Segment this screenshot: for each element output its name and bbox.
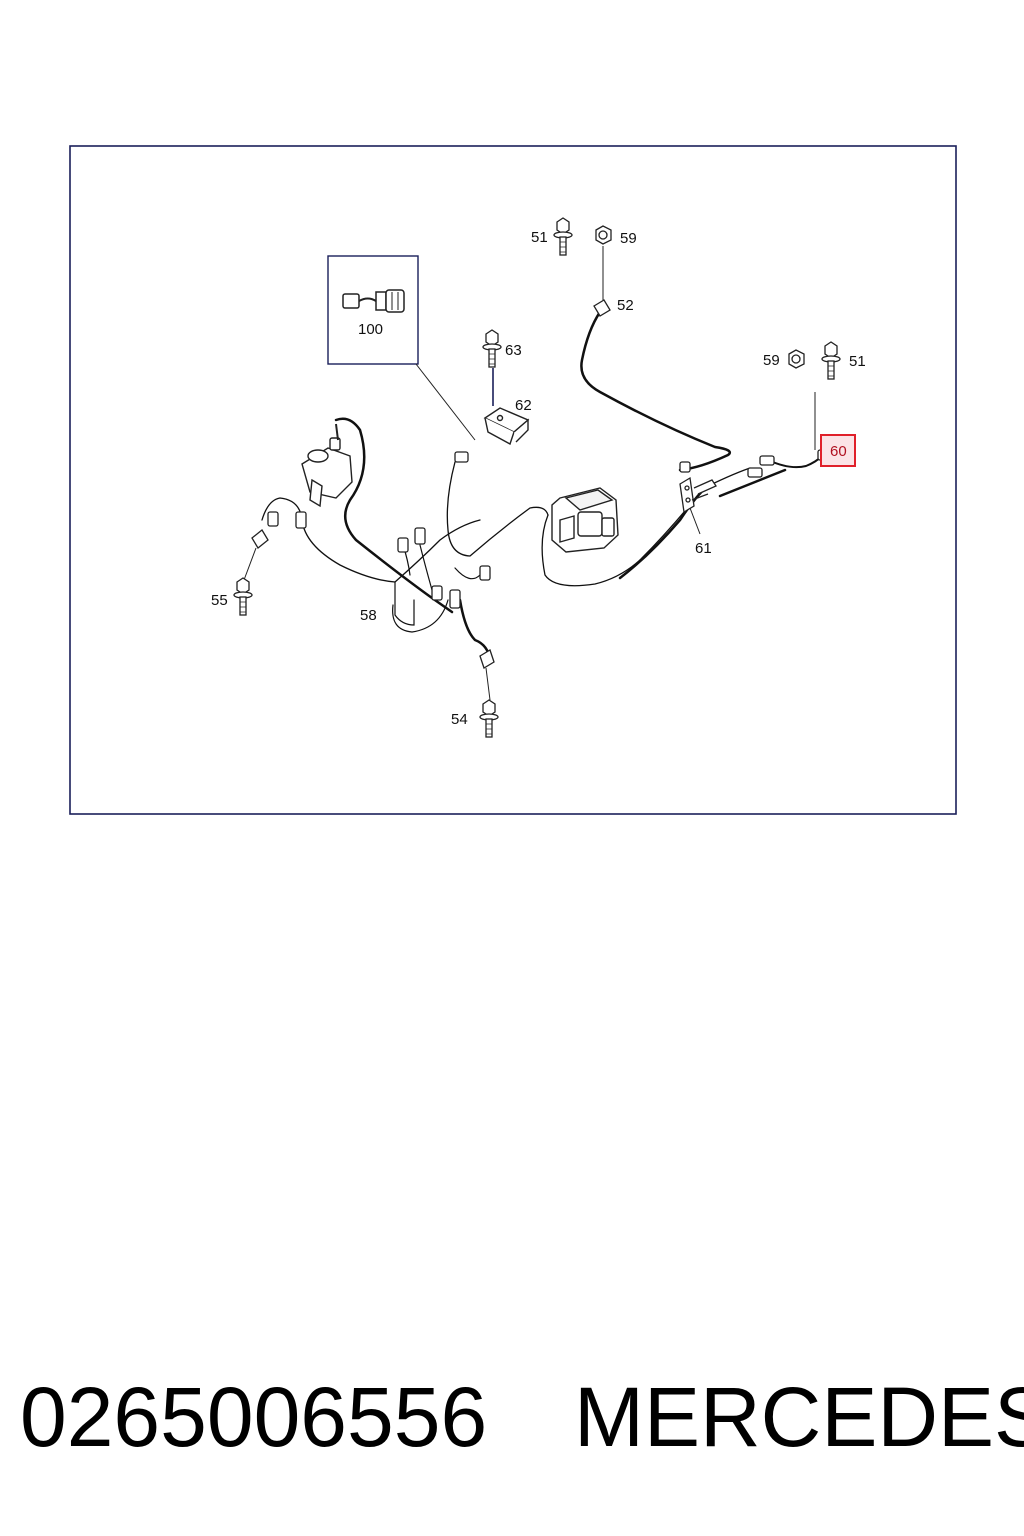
bolt-54	[479, 699, 499, 738]
leader-100	[415, 363, 476, 441]
valve-unit	[301, 423, 353, 508]
wiring-harness	[261, 310, 823, 662]
leader-54	[485, 667, 491, 701]
callout-55: 55	[211, 592, 228, 609]
callout-51-right: 51	[849, 353, 866, 370]
callout-52: 52	[617, 297, 634, 314]
callout-63: 63	[505, 342, 522, 359]
bracket-62	[483, 407, 530, 446]
callout-59-right: 59	[763, 352, 780, 369]
leader-55	[243, 547, 257, 581]
bolt-51-top	[553, 217, 573, 256]
callout-100: 100	[358, 321, 383, 338]
sensor-54	[479, 649, 495, 669]
callout-58: 58	[360, 607, 377, 624]
abs-module	[551, 487, 619, 553]
leader-61	[689, 507, 701, 535]
brand-name: MERCEDES	[574, 1370, 1024, 1464]
part-number: 0265006556	[20, 1370, 488, 1464]
bolt-55	[233, 577, 253, 616]
callout-61: 61	[695, 540, 712, 557]
bracket-61	[679, 476, 717, 514]
callout-60-highlight[interactable]	[820, 434, 856, 467]
callout-60[interactable]: 60	[830, 443, 847, 460]
connectors	[267, 299, 827, 609]
callout-51-top: 51	[531, 229, 548, 246]
nut-59-top	[595, 225, 612, 245]
bolt-63	[482, 329, 502, 368]
callout-62: 62	[515, 397, 532, 414]
diagram-frame	[69, 145, 957, 815]
sensor-55	[251, 529, 269, 549]
callout-54: 54	[451, 711, 468, 728]
connector-inset: 100	[327, 255, 419, 365]
callout-59-top: 59	[620, 230, 637, 247]
nut-59-right	[788, 349, 805, 369]
bolt-51-right	[821, 341, 841, 380]
